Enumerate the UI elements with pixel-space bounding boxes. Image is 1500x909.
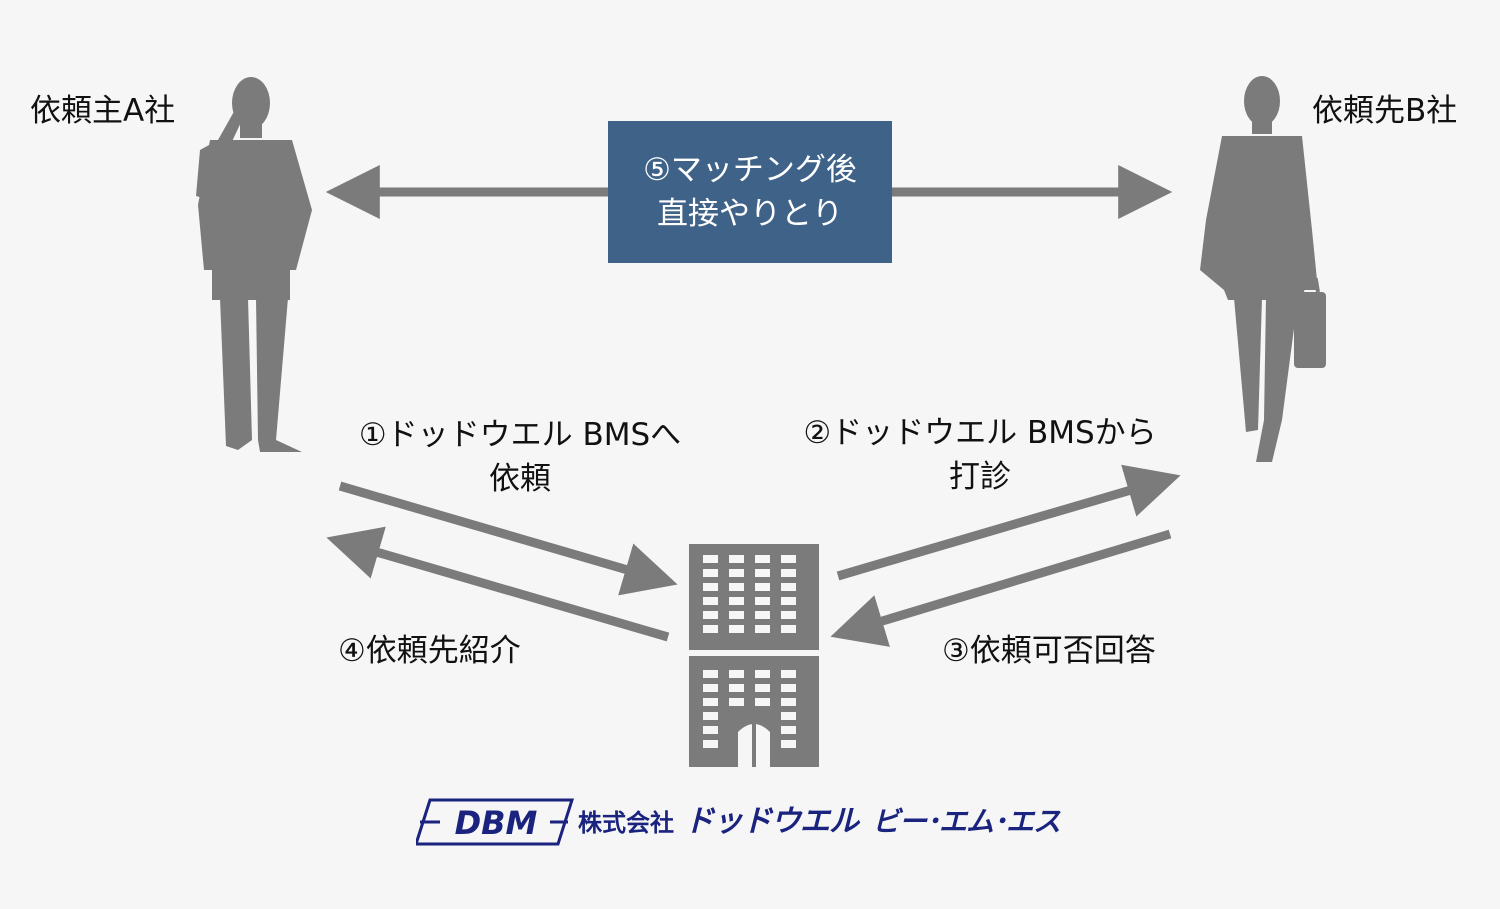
dbm-logo-text: DBM bbox=[455, 804, 538, 842]
matching-box: ⑤マッチング後 直接やりとり bbox=[608, 121, 892, 263]
client-a-label: 依頼主A社 bbox=[30, 93, 176, 129]
arrow-step2-bms-to-b bbox=[836, 464, 1181, 581]
arrow-step1-a-to-bms bbox=[338, 481, 678, 596]
step3-label: ③依頼可否回答 bbox=[942, 633, 1156, 669]
step1-label: ①ドッドウエル BMSへ 依頼 bbox=[330, 413, 710, 501]
step4-label: ④依頼先紹介 bbox=[338, 633, 521, 669]
person-b-silhouette bbox=[1200, 76, 1326, 462]
arrow-step3-b-to-bms bbox=[830, 529, 1172, 647]
company-bms: ビー･エム･エス bbox=[872, 805, 1061, 838]
building-icon bbox=[689, 544, 819, 767]
person-a-silhouette bbox=[196, 77, 312, 452]
step1-line2: 依頼 bbox=[489, 461, 551, 497]
company-brand: ドッドウエル bbox=[684, 804, 859, 839]
company-name: 株式会社ドッドウエルビー･エム･エス bbox=[578, 800, 1061, 845]
matching-box-line1: ⑤マッチング後 bbox=[643, 152, 857, 188]
dbm-logo-mark: DBM bbox=[416, 798, 574, 846]
arrow-step4-bms-to-a bbox=[326, 526, 670, 642]
step2-line2: 打診 bbox=[949, 459, 1011, 495]
step2-label: ②ドッドウエル BMSから 打診 bbox=[778, 411, 1182, 499]
company-prefix: 株式会社 bbox=[578, 809, 674, 837]
matching-box-line2: 直接やりとり bbox=[657, 196, 843, 232]
step2-line1: ②ドッドウエル BMSから bbox=[803, 415, 1157, 451]
client-b-label: 依頼先B社 bbox=[1312, 93, 1458, 129]
step1-line1: ①ドッドウエル BMSへ bbox=[358, 417, 682, 453]
